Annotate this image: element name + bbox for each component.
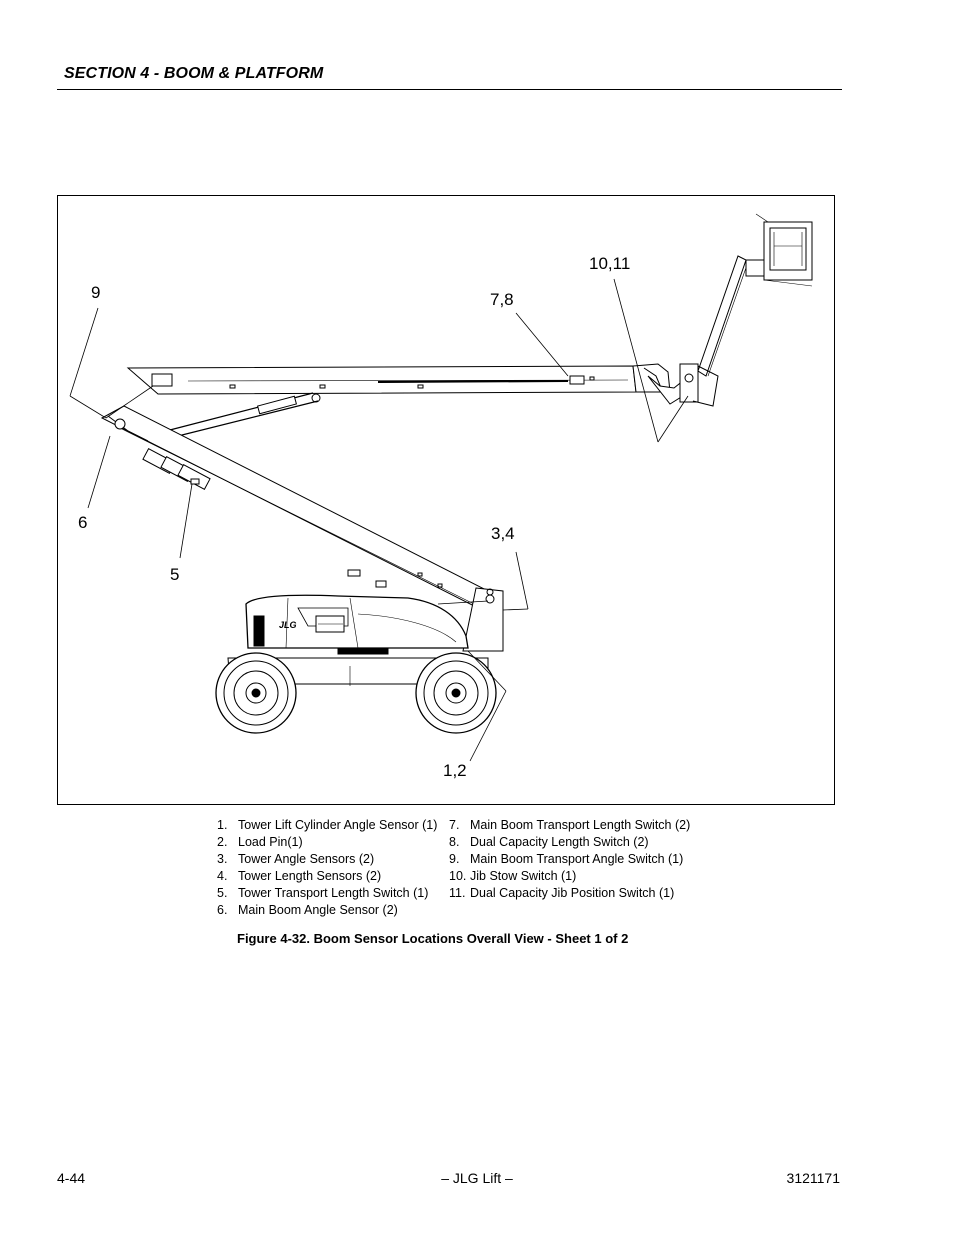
callout-6: 6 [78,513,88,532]
legend-item: 10.Jib Stow Switch (1) [449,869,577,883]
upright [437,587,504,652]
platform [745,213,813,287]
page-number: 4-44 [57,1170,86,1186]
legend-left: 1.Tower Lift Cylinder Angle Sensor (1) 2… [217,817,437,919]
header-rule [57,89,842,90]
callout-3-4: 3,4 [491,524,515,543]
figure-frame: JLG [57,195,835,805]
legend-item: 6.Main Boom Angle Sensor (2) [217,903,398,917]
callout-9: 9 [91,283,101,302]
legend-item: 9.Main Boom Transport Angle Switch (1) [449,852,684,866]
tower-boom [100,405,499,613]
document-number: 3121171 [786,1170,840,1186]
callout-7-8: 7,8 [490,290,514,309]
jib-arm [679,255,749,407]
legend-item: 8.Dual Capacity Length Switch (2) [449,835,649,849]
legend-item: 1.Tower Lift Cylinder Angle Sensor (1) [217,818,438,832]
callout-5: 5 [170,565,180,584]
callout-10-11: 10,11 [589,254,631,273]
rear-wheel [415,652,497,734]
legend-right: 7.Main Boom Transport Length Switch (2) … [449,817,690,902]
legend-item: 7.Main Boom Transport Length Switch (2) [449,818,691,832]
legend-item: 11.Dual Capacity Jib Position Switch (1) [449,886,675,900]
footer-title: – JLG Lift – [441,1170,513,1186]
legend-item: 2.Load Pin(1) [217,835,303,849]
legend-item: 3.Tower Angle Sensors (2) [217,852,375,866]
turntable: JLG [245,594,469,655]
lift-cylinder [165,392,321,437]
leader-lines [69,278,689,762]
legend-item: 5.Tower Transport Length Switch (1) [217,886,429,900]
boom-lift-illustration: JLG [69,213,813,762]
front-wheel [215,652,297,734]
callout-1-2: 1,2 [443,761,467,780]
main-boom [126,365,637,395]
legend-item: 4.Tower Length Sensors (2) [217,869,382,883]
jlg-logo: JLG [279,620,297,630]
figure-caption: Figure 4-32. Boom Sensor Locations Overa… [237,931,629,946]
section-title: SECTION 4 - BOOM & PLATFORM [64,65,324,82]
